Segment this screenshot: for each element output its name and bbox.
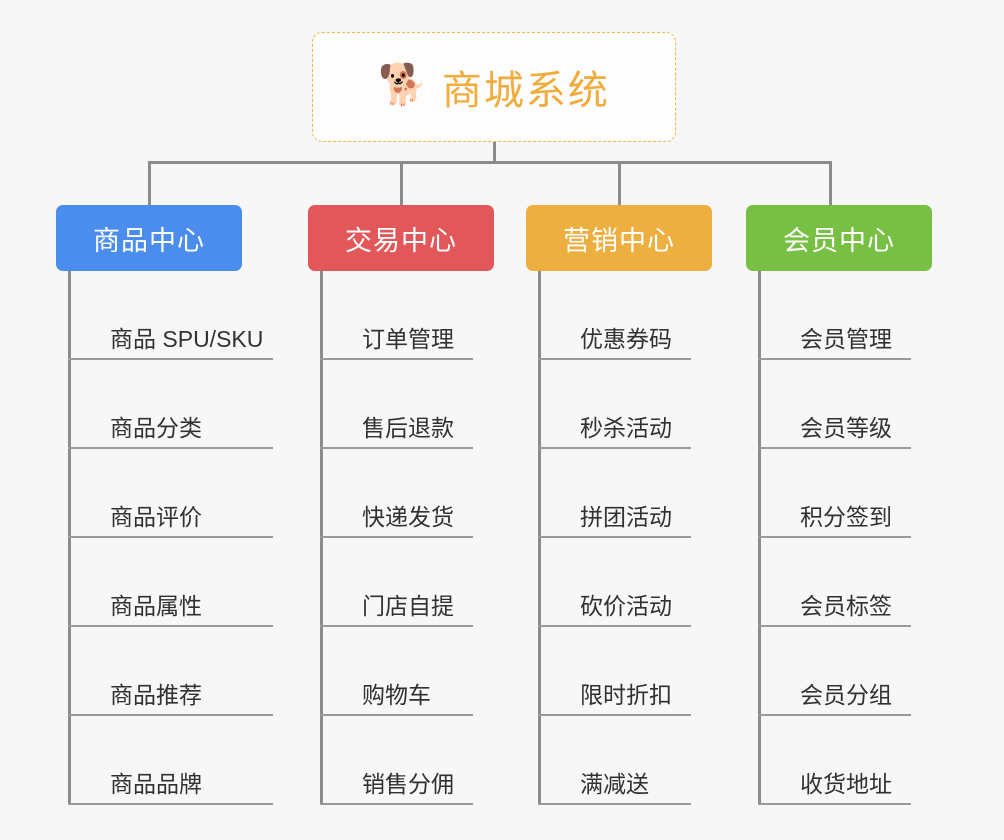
branch-member-center: 会员中心 会员管理 会员等级 积分签到 会员标签 会员分组 收货地址 [746,205,932,805]
list-item[interactable]: 商品属性 [68,538,273,627]
list-item[interactable]: 秒杀活动 [538,360,691,449]
branch-marketing-center: 营销中心 优惠券码 秒杀活动 拼团活动 砍价活动 限时折扣 满减送 [526,205,712,805]
leaf-label: 会员标签 [800,592,892,619]
list-item[interactable]: 商品分类 [68,360,273,449]
list-item[interactable]: 砍价活动 [538,538,691,627]
list-item[interactable]: 收货地址 [758,716,911,805]
list-item[interactable]: 会员标签 [758,538,911,627]
leaf-label: 售后退款 [362,414,454,441]
list-item[interactable]: 限时折扣 [538,627,691,716]
leaf-list-3: 会员管理 会员等级 积分签到 会员标签 会员分组 收货地址 [746,271,932,805]
leaf-label: 商品品牌 [110,770,202,797]
list-item[interactable]: 快递发货 [320,449,473,538]
connector-drop-2 [618,161,621,207]
leaf-label: 拼团活动 [580,503,672,530]
list-item[interactable]: 会员等级 [758,360,911,449]
list-item[interactable]: 商品品牌 [68,716,273,805]
leaf-label: 砍价活动 [580,592,672,619]
list-item[interactable]: 会员管理 [758,271,911,360]
leaf-list-1: 订单管理 售后退款 快递发货 门店自提 购物车 销售分佣 [308,271,494,805]
list-item[interactable]: 优惠券码 [538,271,691,360]
connector-horizontal-bus [148,161,832,164]
leaf-label: 满减送 [580,770,649,797]
branch-header-1[interactable]: 交易中心 [308,205,494,271]
leaf-label: 商品属性 [110,592,202,619]
leaf-label: 会员分组 [800,681,892,708]
leaf-label: 快递发货 [362,503,454,530]
branch-header-2[interactable]: 营销中心 [526,205,712,271]
connector-root-stem [493,142,496,164]
list-item[interactable]: 拼团活动 [538,449,691,538]
list-item[interactable]: 满减送 [538,716,691,805]
root-title: 商城系统 [441,69,610,113]
list-item[interactable]: 商品推荐 [68,627,273,716]
leaf-list-2: 优惠券码 秒杀活动 拼团活动 砍价活动 限时折扣 满减送 [526,271,712,805]
leaf-label: 商品评价 [110,503,202,530]
leaf-label: 限时折扣 [580,681,672,708]
connector-drop-3 [829,161,832,207]
leaf-label: 优惠券码 [580,325,672,352]
branch-rail-3 [758,271,761,805]
leaf-label: 商品 SPU/SKU [110,325,264,352]
list-item[interactable]: 商品 SPU/SKU [68,271,273,360]
leaf-label: 销售分佣 [362,770,454,797]
list-item[interactable]: 订单管理 [320,271,473,360]
leaf-label: 门店自提 [362,592,454,619]
leaf-label: 会员等级 [800,414,892,441]
branch-rail-2 [538,271,541,805]
leaf-label: 商品推荐 [110,681,202,708]
list-item[interactable]: 门店自提 [320,538,473,627]
branch-header-0[interactable]: 商品中心 [56,205,242,271]
leaf-label: 购物车 [362,681,431,708]
list-item[interactable]: 销售分佣 [320,716,473,805]
leaf-label: 订单管理 [362,325,454,352]
list-item[interactable]: 积分签到 [758,449,911,538]
leaf-list-0: 商品 SPU/SKU 商品分类 商品评价 商品属性 商品推荐 商品品牌 [56,271,273,805]
connector-drop-0 [148,161,151,207]
connector-drop-1 [400,161,403,207]
branch-rail-0 [68,271,71,805]
branch-product-center: 商品中心 商品 SPU/SKU 商品分类 商品评价 商品属性 商品推荐 商品品牌 [56,205,273,805]
leaf-label: 商品分类 [110,414,202,441]
list-item[interactable]: 会员分组 [758,627,911,716]
branch-header-3[interactable]: 会员中心 [746,205,932,271]
branch-rail-1 [320,271,323,805]
leaf-label: 会员管理 [800,325,892,352]
list-item[interactable]: 商品评价 [68,449,273,538]
shiba-dog-icon: 🐕 [378,63,428,107]
leaf-label: 收货地址 [800,770,892,797]
leaf-label: 积分签到 [800,503,892,530]
root-node[interactable]: 🐕 商城系统 [312,32,676,142]
list-item[interactable]: 购物车 [320,627,473,716]
list-item[interactable]: 售后退款 [320,360,473,449]
branch-trade-center: 交易中心 订单管理 售后退款 快递发货 门店自提 购物车 销售分佣 [308,205,494,805]
leaf-label: 秒杀活动 [580,414,672,441]
